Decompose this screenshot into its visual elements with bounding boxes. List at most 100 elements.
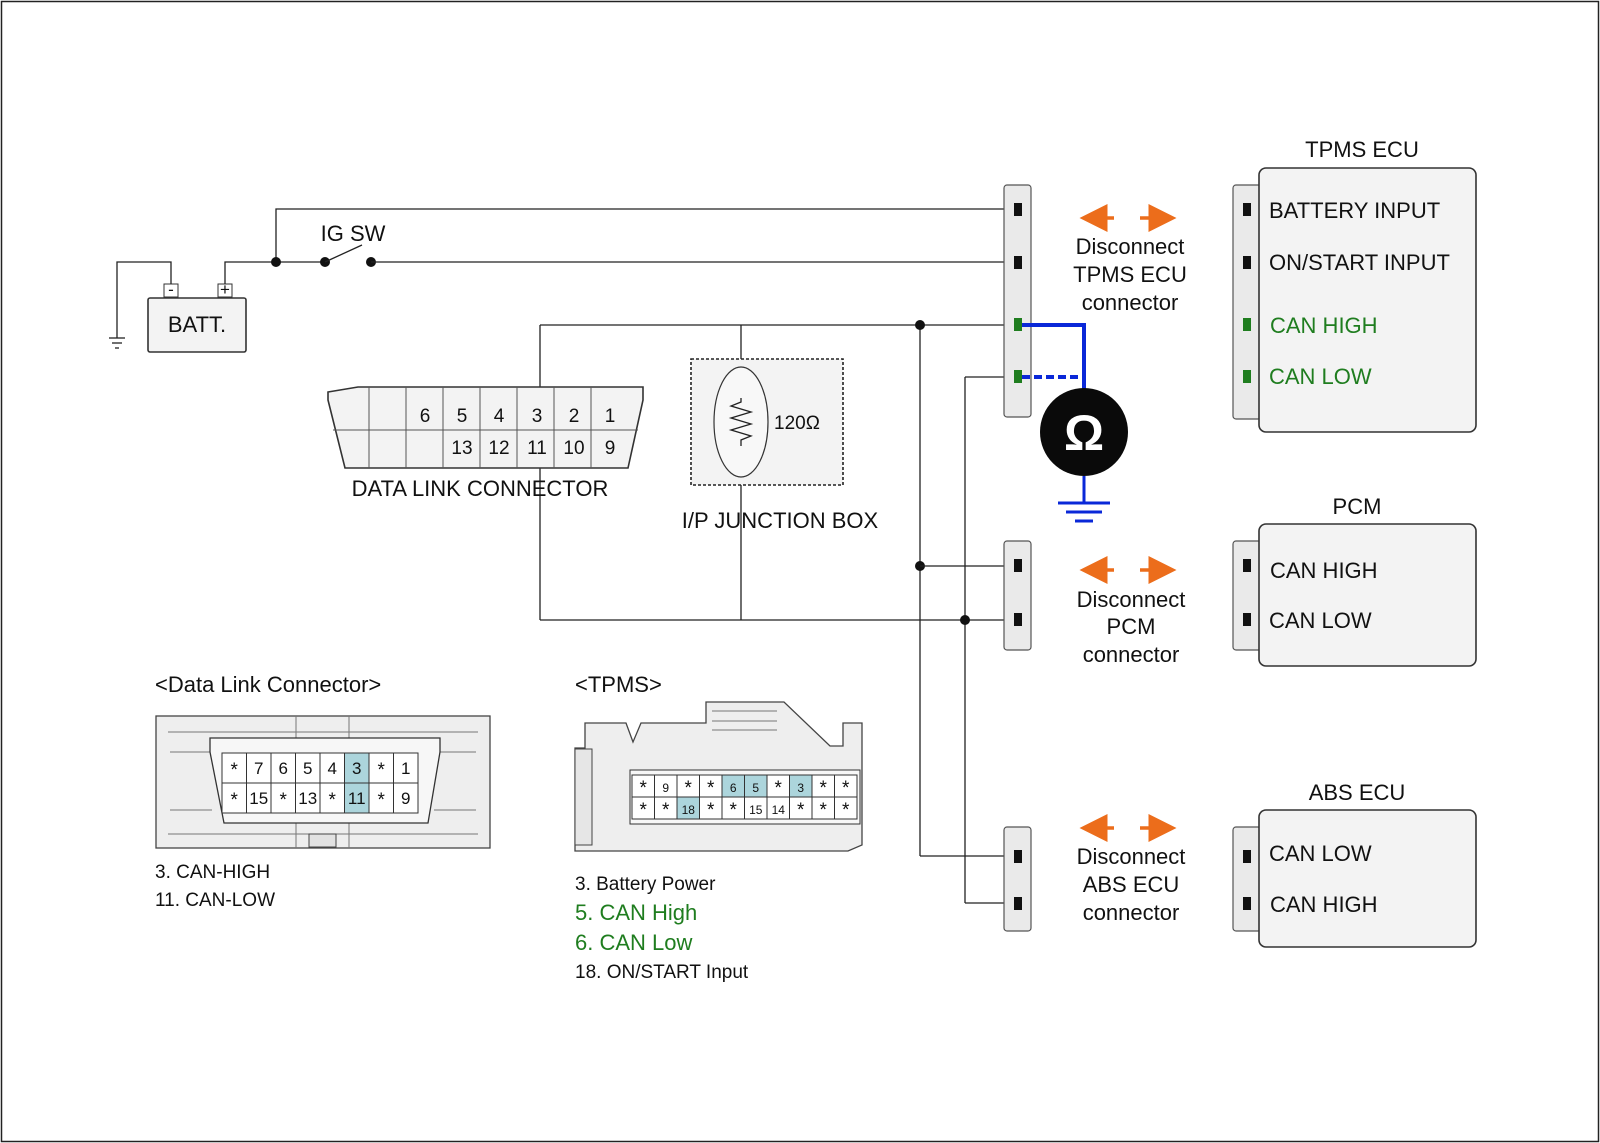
svg-text:Disconnect: Disconnect — [1076, 234, 1185, 259]
svg-text:connector: connector — [1083, 900, 1180, 925]
pcm-title: PCM — [1333, 494, 1382, 519]
svg-text:Disconnect: Disconnect — [1077, 844, 1186, 869]
ohm-icon: Ω — [1064, 405, 1104, 461]
tpms-detail-pin-label: 6 — [730, 781, 737, 795]
dlc-detail-pin-label: * — [329, 790, 337, 811]
abs-pin-can-high: CAN HIGH — [1270, 892, 1378, 917]
disconnect-tpms-note: Disconnect TPMS ECU connector — [1073, 204, 1187, 315]
battery: BATT. - + — [147, 280, 247, 353]
ohmmeter: Ω — [1040, 388, 1128, 523]
dlc-detail-pin-label: * — [231, 790, 239, 811]
dlc-detail-pin-cell — [295, 752, 321, 784]
dlc-pin-label: 2 — [569, 406, 580, 427]
pcm-module: PCM CAN HIGH CAN LOW — [1232, 494, 1477, 667]
dlc-caption: DATA LINK CONNECTOR — [352, 476, 609, 501]
dlc-detail-pin-cell — [295, 782, 321, 814]
dlc-pin-label: 11 — [527, 438, 547, 459]
tpms-detail-pin-label: * — [685, 778, 693, 799]
dlc-detail-pin-cell — [368, 782, 394, 814]
dlc-detail-pin-label: 6 — [279, 759, 288, 778]
tpms-harness-connector — [1003, 184, 1032, 418]
dlc-detail-pin-label: 4 — [328, 759, 337, 778]
tpms-detail-pin-label: * — [820, 800, 828, 821]
abs-ecu-module: ABS ECU CAN LOW CAN HIGH — [1232, 780, 1477, 948]
tpms-detail-pin-label: * — [640, 800, 648, 821]
tpms-detail-pin-label: * — [640, 778, 648, 799]
dlc-pin-label: 13 — [451, 438, 472, 459]
tpms-detail-pin-label: * — [797, 800, 805, 821]
tpms-detail-pin-label: 14 — [772, 803, 786, 817]
tpms-detail-pin-label: * — [730, 800, 738, 821]
ignition-switch-blade — [324, 244, 363, 263]
dlc-detail-pin-label: * — [231, 760, 239, 781]
dlc-detail-pin-cell — [393, 752, 419, 784]
tpms-legend-can-low: 6. CAN Low — [575, 930, 692, 955]
dlc-detail-pin-label: 1 — [401, 759, 410, 778]
svg-text:connector: connector — [1082, 290, 1179, 315]
abs-ecu-title: ABS ECU — [1309, 780, 1406, 805]
dlc-detail-pin-cell — [393, 782, 419, 814]
dlc-pin-label: 5 — [457, 406, 468, 427]
tpms-ecu-module: TPMS ECU BATTERY INPUT ON/START INPUT CA… — [1232, 137, 1477, 433]
svg-text:TPMS ECU: TPMS ECU — [1073, 262, 1187, 287]
svg-text:Disconnect: Disconnect — [1077, 587, 1186, 612]
tpms-detail-pin-label: * — [842, 800, 850, 821]
svg-text:PCM: PCM — [1107, 614, 1156, 639]
pcm-harness-connector — [1003, 540, 1032, 651]
tpms-pin-on-start-input: ON/START INPUT — [1269, 250, 1450, 275]
junction-box-caption: I/P JUNCTION BOX — [682, 508, 879, 533]
tpms-detail-pin-label: * — [820, 778, 828, 799]
dlc-pin-label: 3 — [532, 406, 543, 427]
tpms-detail-pin-label: 5 — [752, 781, 759, 795]
tpms-pin-can-low: CAN LOW — [1269, 364, 1372, 389]
tpms-detail-title: <TPMS> — [575, 672, 662, 697]
dlc-detail-pin-label: 9 — [401, 789, 410, 808]
ohmmeter-probes — [1022, 323, 1086, 394]
resistor-value: 120Ω — [774, 413, 820, 434]
dlc-pin-label: 12 — [488, 438, 509, 459]
tpms-detail-pin-label: 9 — [662, 781, 669, 795]
tpms-legend-battery: 3. Battery Power — [575, 874, 716, 895]
svg-text:+: + — [220, 280, 230, 299]
svg-text:ABS ECU: ABS ECU — [1083, 872, 1180, 897]
tpms-detail-pin-label: * — [775, 778, 783, 799]
dlc-pin-label: 10 — [563, 438, 584, 459]
tpms-detail-pin-label: * — [707, 778, 715, 799]
ig-switch-label: IG SW — [321, 221, 386, 246]
dlc-pin-label: 1 — [605, 406, 616, 427]
dlc-detail-pin-cell — [319, 782, 345, 814]
dlc-detail-pin-label: 3 — [352, 759, 361, 778]
dlc-detail-pin-label: 15 — [249, 789, 268, 808]
tpms-detail-pin-cell — [834, 796, 858, 820]
ip-junction-box: 120Ω — [690, 358, 844, 486]
battery-ground — [109, 261, 172, 349]
svg-text:connector: connector — [1083, 642, 1180, 667]
svg-text:-: - — [168, 280, 174, 299]
disconnect-abs-note: Disconnect ABS ECU connector — [1077, 814, 1186, 925]
dlc-detail-pin-cell — [221, 782, 247, 814]
dlc-pin-label: 4 — [494, 406, 505, 427]
disconnect-pcm-note: Disconnect PCM connector — [1077, 556, 1186, 667]
tpms-detail-pin-label: * — [707, 800, 715, 821]
tpms-detail-pin-label: 15 — [749, 803, 763, 817]
dlc-schematic: 6 5 4 3 2 1 13 12 11 10 9 — [327, 386, 644, 469]
dlc-detail-pin-label: 7 — [254, 759, 263, 778]
dlc-detail-pin-label: 5 — [303, 759, 312, 778]
abs-harness-connector — [1003, 826, 1032, 932]
tpms-detail-pin-label: 3 — [797, 781, 804, 795]
dlc-detail-title: <Data Link Connector> — [155, 672, 381, 697]
pcm-pin-can-high: CAN HIGH — [1270, 558, 1378, 583]
dlc-detail-pin-label: 13 — [298, 789, 317, 808]
dlc-detail-pin-cell — [270, 752, 296, 784]
dlc-pin-label: 6 — [420, 406, 431, 427]
terminating-resistor — [728, 398, 754, 446]
dlc-legend-can-high: 3. CAN-HIGH — [155, 862, 270, 883]
battery-label: BATT. — [168, 312, 226, 337]
tpms-ecu-title: TPMS ECU — [1305, 137, 1419, 162]
abs-pin-can-low: CAN LOW — [1269, 841, 1372, 866]
tpms-pin-battery-input: BATTERY INPUT — [1269, 198, 1440, 223]
